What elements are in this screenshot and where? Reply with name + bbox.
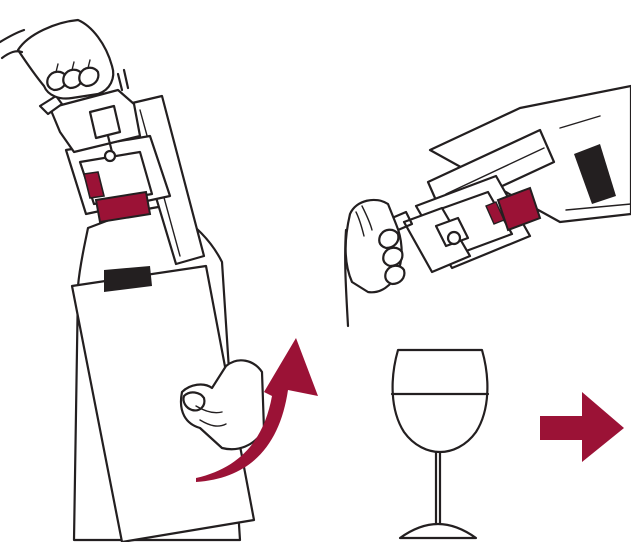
arrow-right-icon [540, 392, 624, 462]
pouring-hand [345, 200, 404, 326]
wine-glass [392, 350, 488, 538]
left-panel [0, 20, 318, 542]
right-panel [345, 86, 631, 538]
top-hand [0, 20, 113, 99]
